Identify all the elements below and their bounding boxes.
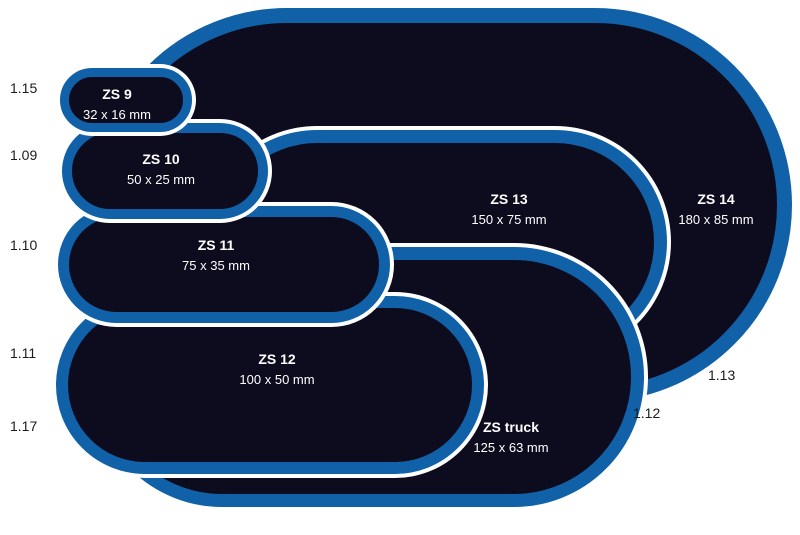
patch-name: ZS 13: [490, 191, 528, 207]
patch-dimensions: 100 x 50 mm: [239, 372, 315, 387]
patch-name: ZS truck: [482, 419, 539, 435]
ref-number-zs-truck: 1.17: [10, 418, 38, 434]
patch-dimensions: 180 x 85 mm: [678, 212, 754, 227]
patch-dimensions: 32 x 16 mm: [83, 107, 151, 122]
ref-number-zs11: 1.10: [10, 237, 38, 253]
patch-shape-zs11: [58, 206, 390, 323]
patch-dimensions: 150 x 75 mm: [471, 212, 547, 227]
ref-number-zs10: 1.09: [10, 147, 38, 163]
ref-number-zs12: 1.11: [10, 345, 37, 361]
patch-label-zs13: ZS 13 150 x 75 mm: [434, 189, 584, 230]
patch-shape-zs9: [60, 68, 192, 132]
patch-label-zs14: ZS 14 180 x 85 mm: [641, 189, 791, 230]
patch-name: ZS 10: [142, 151, 180, 167]
patch-label-zs9: ZS 9 32 x 16 mm: [42, 84, 192, 125]
patch-name: ZS 11: [197, 237, 235, 253]
patch-label-zs-truck: ZS truck 125 x 63 mm: [436, 417, 586, 458]
patch-dimensions: 125 x 63 mm: [473, 440, 549, 455]
patch-name: ZS 9: [102, 86, 132, 102]
ref-number-zs13: 1.12: [633, 405, 661, 421]
patch-dimensions: 75 x 35 mm: [182, 258, 250, 273]
ref-number-zs9: 1.15: [10, 80, 38, 96]
patch-label-zs10: ZS 10 50 x 25 mm: [86, 149, 236, 190]
patch-label-zs12: ZS 12 100 x 50 mm: [202, 349, 352, 390]
patch-dimensions: 50 x 25 mm: [127, 172, 195, 187]
patch-name: ZS 12: [258, 351, 296, 367]
patch-shape-zs10: [62, 123, 268, 219]
patch-name: ZS 14: [697, 191, 735, 207]
patch-label-zs11: ZS 11 75 x 35 mm: [141, 235, 291, 276]
ref-number-zs14: 1.13: [708, 367, 736, 383]
